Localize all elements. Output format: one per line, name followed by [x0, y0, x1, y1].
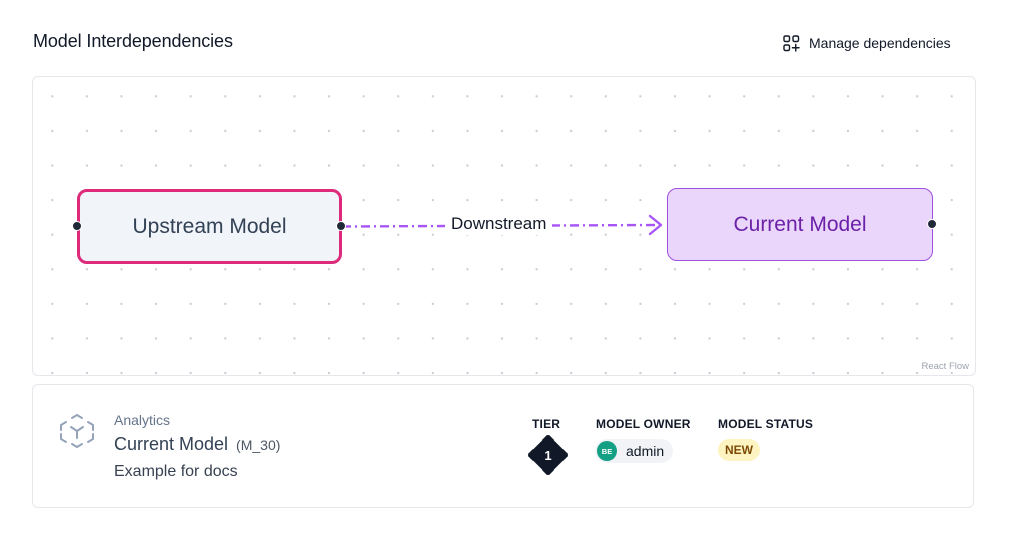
model-name[interactable]: Current Model [114, 434, 229, 454]
manage-dependencies-label: Manage dependencies [809, 35, 951, 51]
upstream-source-handle[interactable] [336, 221, 346, 231]
tier-value: 1 [544, 447, 552, 463]
model-id: (M_30) [236, 437, 281, 453]
model-description: Example for docs [114, 463, 238, 480]
react-flow-attribution[interactable]: React Flow [919, 361, 971, 372]
current-source-handle[interactable] [927, 219, 937, 229]
current-model-node[interactable]: Current Model [667, 188, 933, 261]
edge-label: Downstream [445, 213, 553, 235]
avatar: BE [597, 441, 617, 461]
upstream-target-handle[interactable] [72, 221, 82, 231]
manage-dependencies-button[interactable]: Manage dependencies [783, 29, 951, 57]
page-title: Model Interdependencies [33, 31, 233, 51]
model-owner-label: MODEL OWNER [596, 417, 691, 431]
model-owner-chip[interactable]: BE admin [595, 439, 674, 463]
owner-name: admin [626, 443, 665, 459]
status-badge: NEW [718, 439, 760, 461]
model-detail-card: Analytics Current Model (M_30) Example f… [32, 384, 974, 508]
grid-plus-icon [783, 34, 800, 52]
tier-label: TIER [532, 417, 561, 431]
current-model-label: Current Model [733, 212, 867, 236]
tier-diamond-icon [527, 434, 569, 476]
model-status-label: MODEL STATUS [718, 417, 814, 431]
model-cube-icon [59, 413, 95, 454]
model-title: Current Model (M_30) [114, 434, 280, 455]
upstream-model-label: Upstream Model [132, 214, 287, 238]
tier-badge: 1 [527, 434, 569, 480]
model-domain: Analytics [114, 412, 171, 428]
upstream-model-node[interactable]: Upstream Model [77, 189, 342, 264]
dependency-graph-canvas[interactable]: Upstream Model Current Model Downstream … [32, 76, 976, 376]
